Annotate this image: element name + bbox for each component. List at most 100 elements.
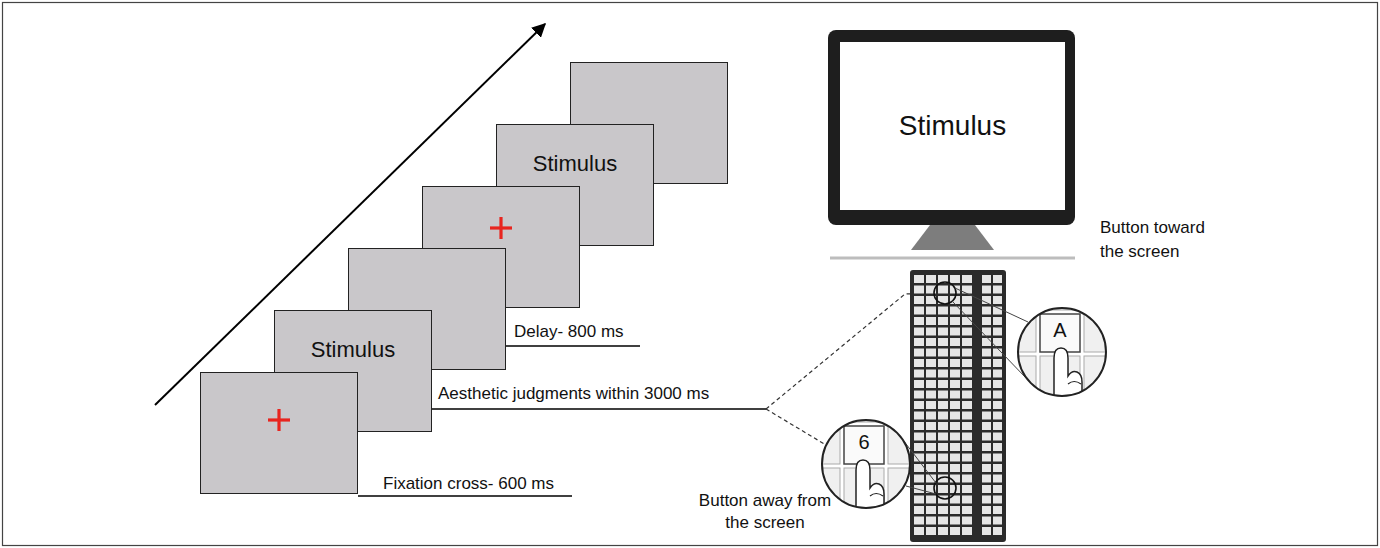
keyboard-key <box>926 527 936 535</box>
keyboard-key <box>914 286 924 294</box>
keyboard-key <box>914 307 924 315</box>
keyboard-key <box>982 506 991 514</box>
label-underline <box>358 495 572 497</box>
hand-knuckle <box>1068 382 1081 385</box>
fixation-cross-bar <box>277 409 280 431</box>
keyboard-key <box>914 527 924 535</box>
keyboard-key <box>950 338 960 346</box>
keyboard-key <box>993 412 1002 420</box>
keyboard-key <box>938 464 948 472</box>
fixation-cross-bar <box>499 217 502 239</box>
keyboard-key <box>982 422 991 430</box>
hand-knuckle <box>870 494 883 497</box>
keyboard-key <box>993 328 1002 336</box>
keyboard-key <box>993 496 1002 504</box>
keyboard-key <box>926 370 936 378</box>
monitor-frame <box>828 30 1075 225</box>
keyboard-key <box>982 475 991 483</box>
phase-label: Fixation cross- 600 ms <box>383 474 554 493</box>
keyboard-key <box>938 433 948 441</box>
keyboard-key <box>962 328 972 336</box>
keyboard-key <box>993 380 1002 388</box>
keyboard-key <box>938 370 948 378</box>
zoom-key <box>996 356 1036 394</box>
keyboard-key <box>914 380 924 388</box>
keyboard-key <box>950 328 960 336</box>
key-highlight <box>934 477 956 499</box>
monitor-screen <box>840 42 1065 210</box>
keyboard-key <box>914 506 924 514</box>
keyboard-key <box>993 475 1002 483</box>
keyboard-key <box>926 496 936 504</box>
zoom-key <box>800 426 840 464</box>
key-letter-box: A <box>1040 318 1080 342</box>
keyboard-key <box>993 433 1002 441</box>
keyboard-key <box>993 317 1002 325</box>
keyboard-key <box>993 275 1002 283</box>
keyboard-key <box>914 275 924 283</box>
keyboard-key <box>950 412 960 420</box>
keyboard-key <box>993 506 1002 514</box>
keyboard-key <box>938 286 948 294</box>
keyboard-key <box>950 391 960 399</box>
keyboard-key <box>950 401 960 409</box>
keyboard-key <box>914 401 924 409</box>
keyboard-key <box>926 275 936 283</box>
keyboard-key <box>962 454 972 462</box>
keyboard-key <box>950 454 960 462</box>
pressed-key <box>1040 314 1080 352</box>
key-letter-box: 6 <box>844 430 884 454</box>
keyboard-key <box>982 496 991 504</box>
stimulus-text: Stimulus <box>311 337 395 363</box>
key-letter: 6 <box>858 431 869 453</box>
keyboard-key <box>962 475 972 483</box>
keyboard-key <box>926 517 936 525</box>
keyboard-key <box>993 517 1002 525</box>
keyboard-key <box>962 380 972 388</box>
keyboard-key <box>938 307 948 315</box>
keyboard-key <box>926 454 936 462</box>
keyboard-key <box>926 391 936 399</box>
keyboard-key <box>962 401 972 409</box>
keyboard-key <box>914 296 924 304</box>
keyboard-key <box>914 496 924 504</box>
keyboard-key <box>962 391 972 399</box>
keyboard-key <box>962 317 972 325</box>
keyboard-key <box>950 506 960 514</box>
keyboard-key <box>914 433 924 441</box>
keyboard-key <box>914 412 924 420</box>
keyboard-key <box>950 380 960 388</box>
fixation-cross <box>200 372 358 494</box>
zoom-outline <box>1018 308 1106 396</box>
zoom-key <box>800 388 840 422</box>
keyboard-key <box>938 328 948 336</box>
keyboard-key <box>962 359 972 367</box>
zoom-leader <box>906 486 936 494</box>
keyboard-key <box>962 517 972 525</box>
keyboard-key <box>962 464 972 472</box>
keyboard-key <box>938 485 948 493</box>
keyboard-key <box>926 506 936 514</box>
keyboard-key <box>938 349 948 357</box>
keyboard-key <box>962 349 972 357</box>
keyboard-key <box>926 433 936 441</box>
keyboard-key <box>982 286 991 294</box>
stimulus-text: Stimulus <box>899 109 1006 143</box>
keyboard-key <box>982 359 991 367</box>
phase-label: Delay- 800 ms <box>514 322 624 341</box>
keyboard-key <box>982 454 991 462</box>
keyboard-key <box>993 464 1002 472</box>
keyboard-key <box>914 338 924 346</box>
figure-border <box>3 3 1378 546</box>
keyboard-key <box>982 275 991 283</box>
keyboard-key <box>950 275 960 283</box>
zoom-detail <box>996 276 1124 402</box>
keyboard-key <box>962 433 972 441</box>
keyboard-key <box>993 401 1002 409</box>
keyboard-key <box>950 443 960 451</box>
monitor-stand <box>911 225 994 250</box>
keyboard-key <box>962 422 972 430</box>
button-label-box: Button toward the screen <box>1100 216 1230 264</box>
button-label: Button toward the screen <box>1100 218 1205 261</box>
